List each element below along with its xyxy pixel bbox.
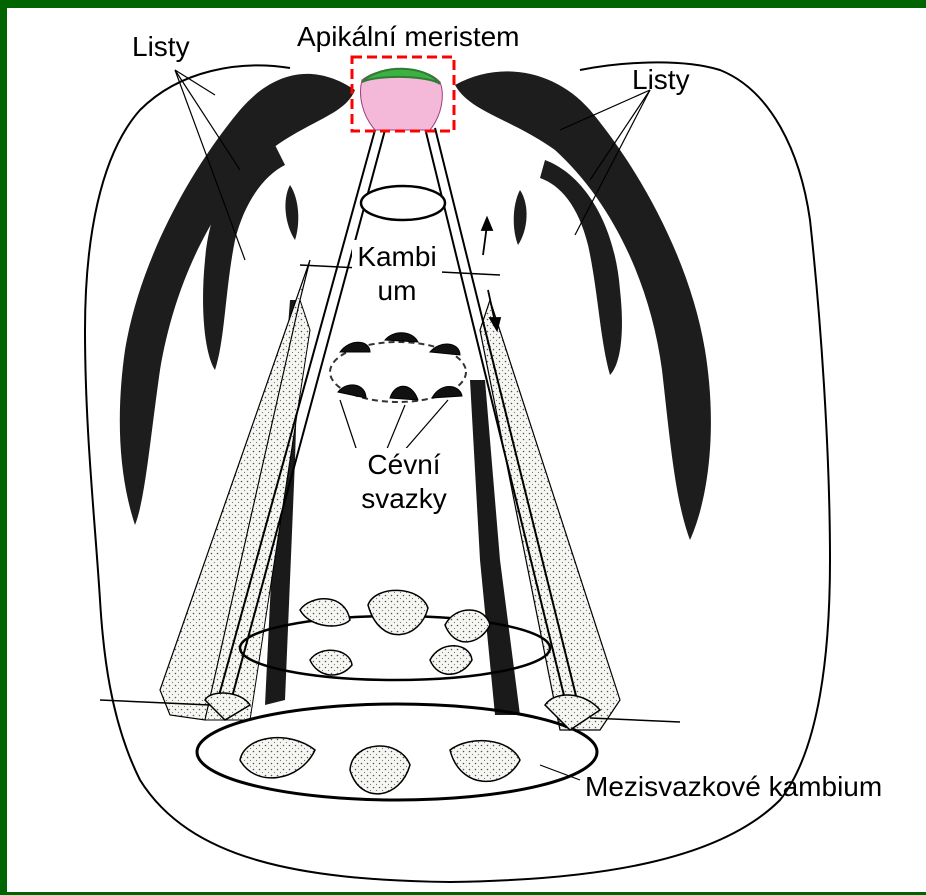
stem-apex-diagram (7, 8, 926, 892)
label-vascular-bundles: Cévní svazky (349, 448, 459, 516)
label-cambium-line2: um (352, 274, 442, 308)
label-leaves-right: Listy (632, 63, 690, 97)
label-apical-meristem: Apikální meristem (297, 20, 520, 54)
cambium-ring-top (361, 186, 445, 220)
label-cambium: Kambi um (352, 240, 442, 308)
label-cambium-line1: Kambi (352, 240, 442, 274)
label-leaves-left: Listy (132, 30, 190, 64)
label-vascular-line1: Cévní (349, 448, 459, 482)
label-interfascicular-cambium: Mezisvazkové kambium (585, 770, 882, 804)
label-vascular-line2: svazky (349, 482, 459, 516)
